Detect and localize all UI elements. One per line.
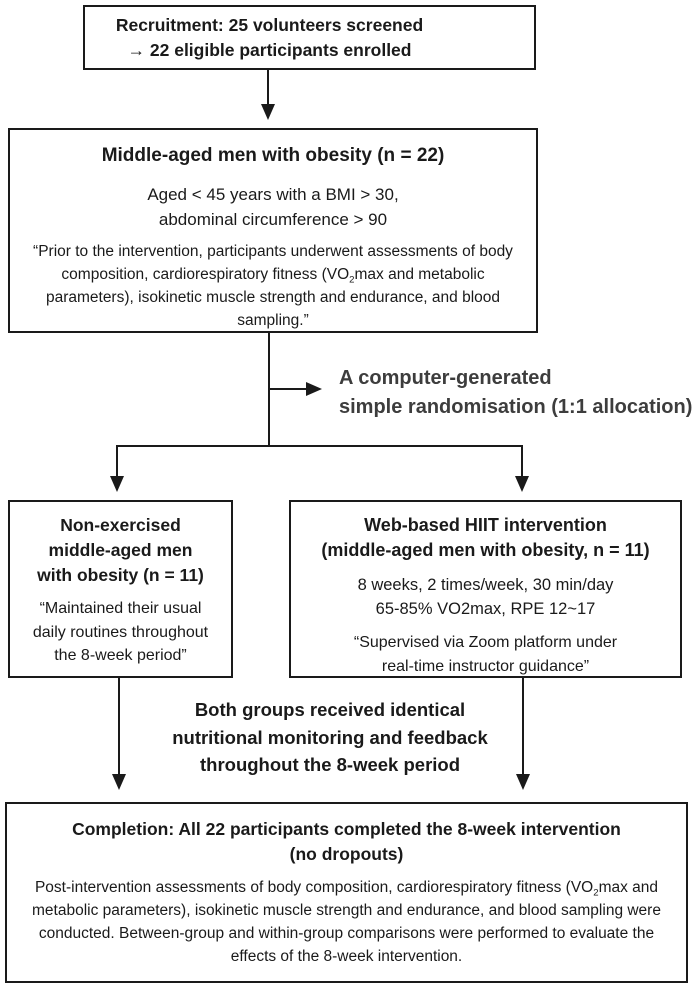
completion-title: Completion: All 22 participants complete… bbox=[7, 817, 686, 867]
enrollment-criteria-line-2: abdominal circumference > 90 bbox=[158, 210, 388, 229]
enrollment-quote: “Prior to the intervention, participants… bbox=[10, 240, 536, 332]
randomisation-label: A computer-generated simple randomisatio… bbox=[339, 364, 692, 421]
intervention-detail-line-2: 65-85% VO2max, RPE 12~17 bbox=[375, 600, 596, 618]
control-quote-line-1: “Maintained their usual bbox=[39, 600, 202, 617]
intervention-details: 8 weeks, 2 times/week, 30 min/day 65-85%… bbox=[291, 573, 680, 621]
vo2-subscript: 2 bbox=[593, 887, 599, 899]
control-quote-line-3: the 8-week period” bbox=[54, 647, 187, 664]
completion-title-line-2: (no dropouts) bbox=[289, 844, 404, 864]
recruitment-line-1: Recruitment: 25 volunteers screened bbox=[115, 14, 424, 35]
randomisation-line-2: simple randomisation (1:1 allocation) bbox=[339, 395, 692, 418]
connector-to-control bbox=[115, 444, 119, 478]
arrowhead-down-icon bbox=[515, 774, 530, 790]
shared-note: Both groups received identical nutrition… bbox=[130, 696, 530, 779]
enrollment-title: Middle-aged men with obesity (n = 22) bbox=[101, 145, 445, 166]
connector-to-intervention bbox=[520, 444, 524, 478]
intervention-title-line-1: Web-based HIIT intervention bbox=[364, 515, 607, 535]
shared-note-line-2: nutritional monitoring and feedback bbox=[172, 726, 488, 748]
control-group-box: Non-exercised middle-aged men with obesi… bbox=[8, 500, 233, 678]
intervention-quote: “Supervised via Zoom platform under real… bbox=[291, 631, 680, 679]
intervention-title-line-2: (middle-aged men with obesity, n = 11) bbox=[321, 540, 650, 560]
intervention-quote-line-2: real-time instructor guidance” bbox=[381, 658, 590, 675]
intervention-title: Web-based HIIT intervention (middle-aged… bbox=[291, 513, 680, 563]
recruitment-line-2: → 22 eligible participants enrolled bbox=[127, 39, 412, 60]
connector-recruitment-to-enrollment bbox=[266, 70, 270, 106]
control-title-line-1: Non-exercised bbox=[60, 515, 181, 535]
completion-body: Post-intervention assessments of body co… bbox=[7, 876, 686, 968]
control-quote-line-2: daily routines throughout bbox=[32, 623, 209, 641]
shared-note-line-1: Both groups received identical bbox=[194, 699, 466, 720]
intervention-detail-line-1: 8 weeks, 2 times/week, 30 min/day bbox=[357, 576, 614, 594]
connector-randomisation-branch bbox=[267, 387, 308, 391]
enrollment-criteria-line-1: Aged < 45 years with a BMI > 30, bbox=[147, 185, 399, 204]
completion-title-line-1: Completion: All 22 participants complete… bbox=[72, 819, 621, 839]
connector-intervention-to-completion bbox=[521, 678, 525, 775]
completion-body-text-continued: max and metabolic parameters), isokineti… bbox=[32, 879, 661, 965]
completion-body-text: Post-intervention assessments of body co… bbox=[34, 879, 594, 896]
arrowhead-down-icon bbox=[109, 476, 124, 492]
enrollment-quote-text: “Prior to the intervention, participants… bbox=[33, 243, 513, 283]
control-quote: “Maintained their usual daily routines t… bbox=[10, 597, 231, 668]
connector-split-bar bbox=[115, 444, 524, 447]
intervention-group-box: Web-based HIIT intervention (middle-aged… bbox=[289, 500, 682, 678]
intervention-quote-line-1: “Supervised via Zoom platform under bbox=[353, 634, 618, 651]
control-title: Non-exercised middle-aged men with obesi… bbox=[10, 513, 231, 588]
connector-control-to-completion bbox=[117, 678, 121, 775]
enrollment-quote-text-continued: max and metabolic parameters), isokineti… bbox=[45, 266, 501, 329]
arrowhead-right-icon bbox=[306, 381, 322, 396]
vo2-subscript: 2 bbox=[349, 274, 355, 286]
randomisation-line-1: A computer-generated bbox=[339, 367, 552, 389]
completion-box: Completion: All 22 participants complete… bbox=[5, 802, 688, 983]
recruitment-box: Recruitment: 25 volunteers screened → 22… bbox=[83, 5, 536, 70]
control-title-line-3: with obesity (n = 11) bbox=[37, 565, 204, 585]
arrowhead-down-icon bbox=[514, 476, 529, 492]
arrowhead-down-icon bbox=[260, 104, 275, 120]
arrowhead-down-icon bbox=[111, 774, 126, 790]
enrollment-box: Middle-aged men with obesity (n = 22) Ag… bbox=[8, 128, 538, 333]
control-title-line-2: middle-aged men bbox=[48, 540, 193, 560]
shared-note-line-3: throughout the 8-week period bbox=[199, 754, 461, 775]
